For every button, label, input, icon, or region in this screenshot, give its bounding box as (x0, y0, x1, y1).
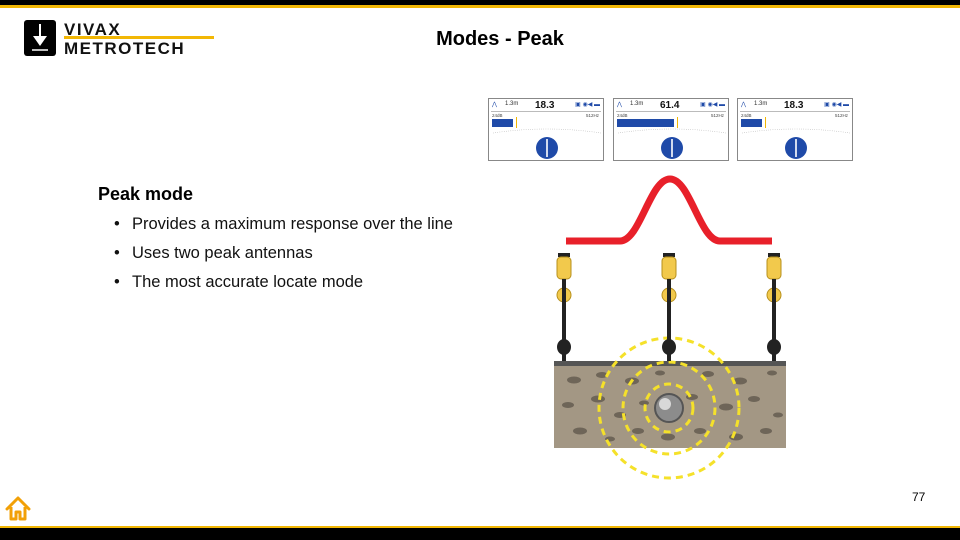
status-icons: ▣ ◉◀ ▬ (700, 102, 725, 108)
bullet-list: Provides a maximum response over the lin… (114, 214, 453, 301)
logo-text-top: VIVAX (64, 20, 122, 39)
bullet-item: The most accurate locate mode (114, 272, 453, 301)
peak-mode-icon: ⋀ (492, 102, 497, 108)
locator-screen: ⋀ 1.3m 18.3 ▣ ◉◀ ▬ 24dB 512Hz (737, 98, 853, 161)
peak-mode-diagram (554, 175, 786, 480)
screen-depth: 1.3m (754, 101, 768, 107)
locator-screens: ⋀ 1.3m 18.3 ▣ ◉◀ ▬ 24dB 512Hz ⋀ 1.3m 61.… (488, 98, 854, 161)
screen-gain: 24dB (492, 113, 503, 118)
screen-signal-value: 61.4 (660, 100, 680, 111)
screen-depth: 1.3m (630, 101, 644, 107)
bullet-item: Provides a maximum response over the lin… (114, 214, 453, 243)
peak-mode-icon: ⋀ (741, 102, 746, 108)
bottom-accent-bar (0, 526, 960, 540)
screen-divider (740, 111, 850, 112)
peak-hold-marker (516, 117, 517, 128)
status-icons: ▣ ◉◀ ▬ (824, 102, 849, 108)
signal-strength-bar (741, 119, 762, 127)
screen-gain: 24dB (741, 113, 752, 118)
locator-logo-icon (24, 20, 56, 56)
locator-receiver-center (661, 253, 677, 361)
compass-display (492, 128, 602, 159)
screen-frequency: 512Hz (710, 113, 724, 118)
logo-rule (64, 36, 214, 39)
home-icon[interactable] (4, 495, 32, 523)
locator-receiver-left (556, 253, 572, 361)
company-logo: VIVAX METROTECH (24, 20, 214, 60)
peak-mode-icon: ⋀ (617, 102, 622, 108)
screen-depth: 1.3m (505, 101, 519, 107)
peak-hold-marker (677, 117, 678, 128)
screen-divider (616, 111, 726, 112)
compass-display (741, 128, 851, 159)
top-accent-bar (0, 0, 960, 8)
screen-divider (491, 111, 601, 112)
signal-strength-bar (617, 119, 674, 127)
compass-display (617, 128, 727, 159)
screen-frequency: 512Hz (834, 113, 848, 118)
screen-gain: 24dB (617, 113, 628, 118)
page-number: 77 (912, 490, 926, 504)
logo-text-bottom: METROTECH (64, 39, 186, 58)
status-icons: ▣ ◉◀ ▬ (575, 102, 600, 108)
screen-frequency: 512Hz (585, 113, 599, 118)
signal-strength-bar (492, 119, 513, 127)
locator-screen: ⋀ 1.3m 18.3 ▣ ◉◀ ▬ 24dB 512Hz (488, 98, 604, 161)
locator-receiver-right (766, 253, 782, 361)
screen-signal-value: 18.3 (535, 100, 555, 111)
signal-response-curve (566, 175, 772, 245)
slide-title: Modes - Peak (436, 28, 564, 50)
bullet-item: Uses two peak antennas (114, 243, 453, 272)
locator-screen: ⋀ 1.3m 61.4 ▣ ◉◀ ▬ 24dB 512Hz (613, 98, 729, 161)
section-heading: Peak mode (98, 184, 194, 204)
screen-signal-value: 18.3 (784, 100, 804, 111)
peak-hold-marker (765, 117, 766, 128)
